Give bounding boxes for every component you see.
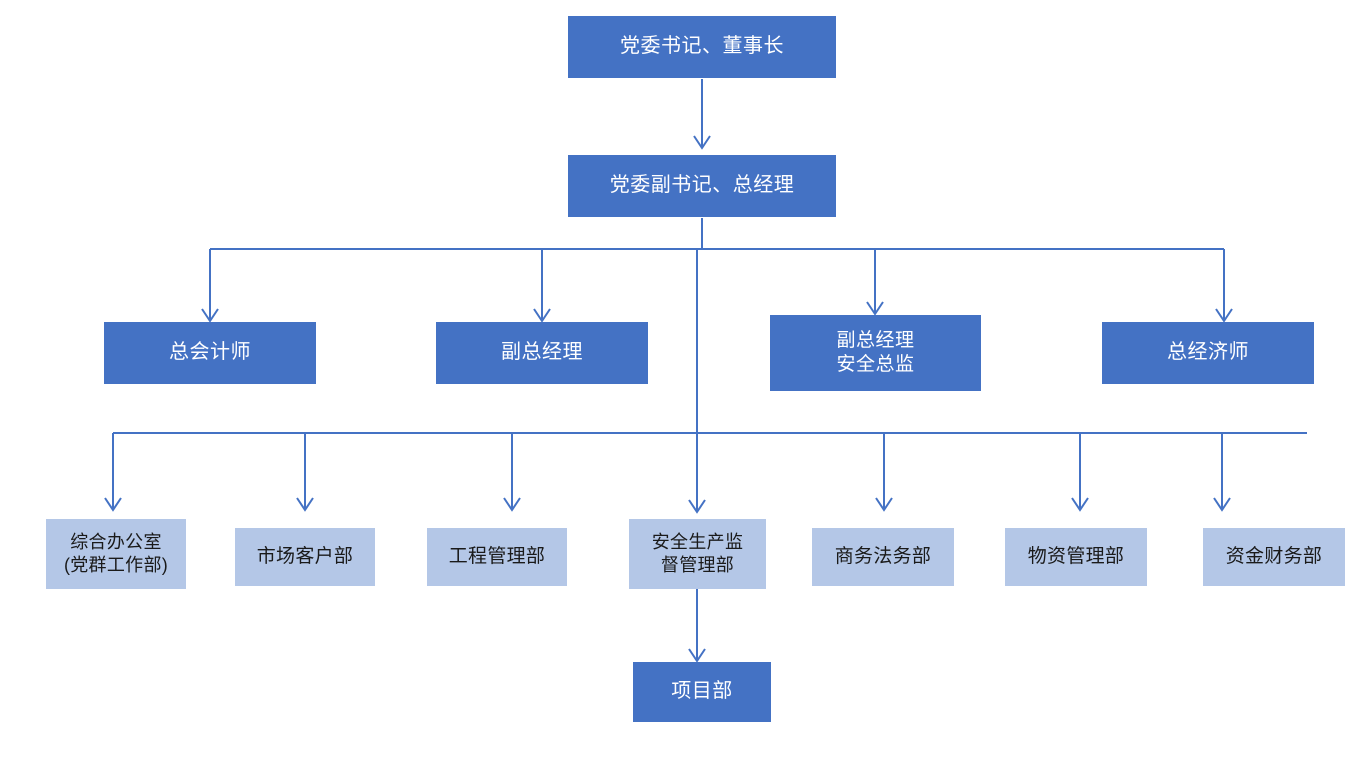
arrowhead-general-office (104, 497, 122, 512)
node-market-customer[interactable]: 市场客户部 (235, 528, 375, 586)
node-deputy-gm-safety[interactable]: 副总经理 安全总监 (770, 315, 981, 391)
node-chief-economist-label: 总经济师 (1167, 341, 1249, 364)
arrowhead-materials-mgmt (1071, 497, 1089, 512)
node-chief-accountant[interactable]: 总会计师 (104, 322, 316, 384)
node-gm-label: 党委副书记、总经理 (609, 174, 795, 197)
node-chairman-label: 党委书记、董事长 (620, 35, 784, 58)
arrowhead-gm (693, 135, 711, 150)
node-deputy-gm-safety-label: 副总经理 安全总监 (836, 329, 915, 375)
node-engineering-mgmt-label: 工程管理部 (448, 545, 546, 567)
node-deputy-gm-label: 副总经理 (501, 341, 583, 364)
node-general-office[interactable]: 综合办公室 (党群工作部) (46, 519, 186, 589)
arrowhead-finance-funds (1213, 497, 1231, 512)
arrowhead-market-customer (296, 497, 314, 512)
node-chief-accountant-label: 总会计师 (169, 341, 251, 364)
arrowhead-chief-accountant (201, 308, 219, 323)
arrowhead-safety-production (688, 499, 706, 514)
node-safety-production-label: 安全生产监 督管理部 (651, 531, 744, 575)
arrowhead-deputy-gm-safety (866, 301, 884, 316)
node-chairman[interactable]: 党委书记、董事长 (568, 16, 836, 78)
node-materials-mgmt[interactable]: 物资管理部 (1005, 528, 1147, 586)
node-market-customer-label: 市场客户部 (256, 545, 354, 567)
node-materials-mgmt-label: 物资管理部 (1027, 545, 1125, 567)
node-chief-economist[interactable]: 总经济师 (1102, 322, 1314, 384)
node-engineering-mgmt[interactable]: 工程管理部 (427, 528, 567, 586)
node-business-legal-label: 商务法务部 (834, 545, 932, 567)
node-finance-funds-label: 资金财务部 (1225, 545, 1323, 567)
arrowhead-engineering-mgmt (503, 497, 521, 512)
node-project-dept[interactable]: 项目部 (633, 662, 771, 722)
node-general-office-label: 综合办公室 (党群工作部) (63, 531, 169, 575)
arrowhead-deputy-gm (533, 308, 551, 323)
arrowhead-chief-economist (1215, 308, 1233, 323)
node-finance-funds[interactable]: 资金财务部 (1203, 528, 1345, 586)
node-business-legal[interactable]: 商务法务部 (812, 528, 954, 586)
arrowhead-project-dept (688, 648, 706, 663)
node-safety-production[interactable]: 安全生产监 督管理部 (629, 519, 766, 589)
arrowhead-business-legal (875, 497, 893, 512)
node-project-dept-label: 项目部 (671, 680, 733, 703)
node-deputy-gm[interactable]: 副总经理 (436, 322, 648, 384)
node-gm[interactable]: 党委副书记、总经理 (568, 155, 836, 217)
